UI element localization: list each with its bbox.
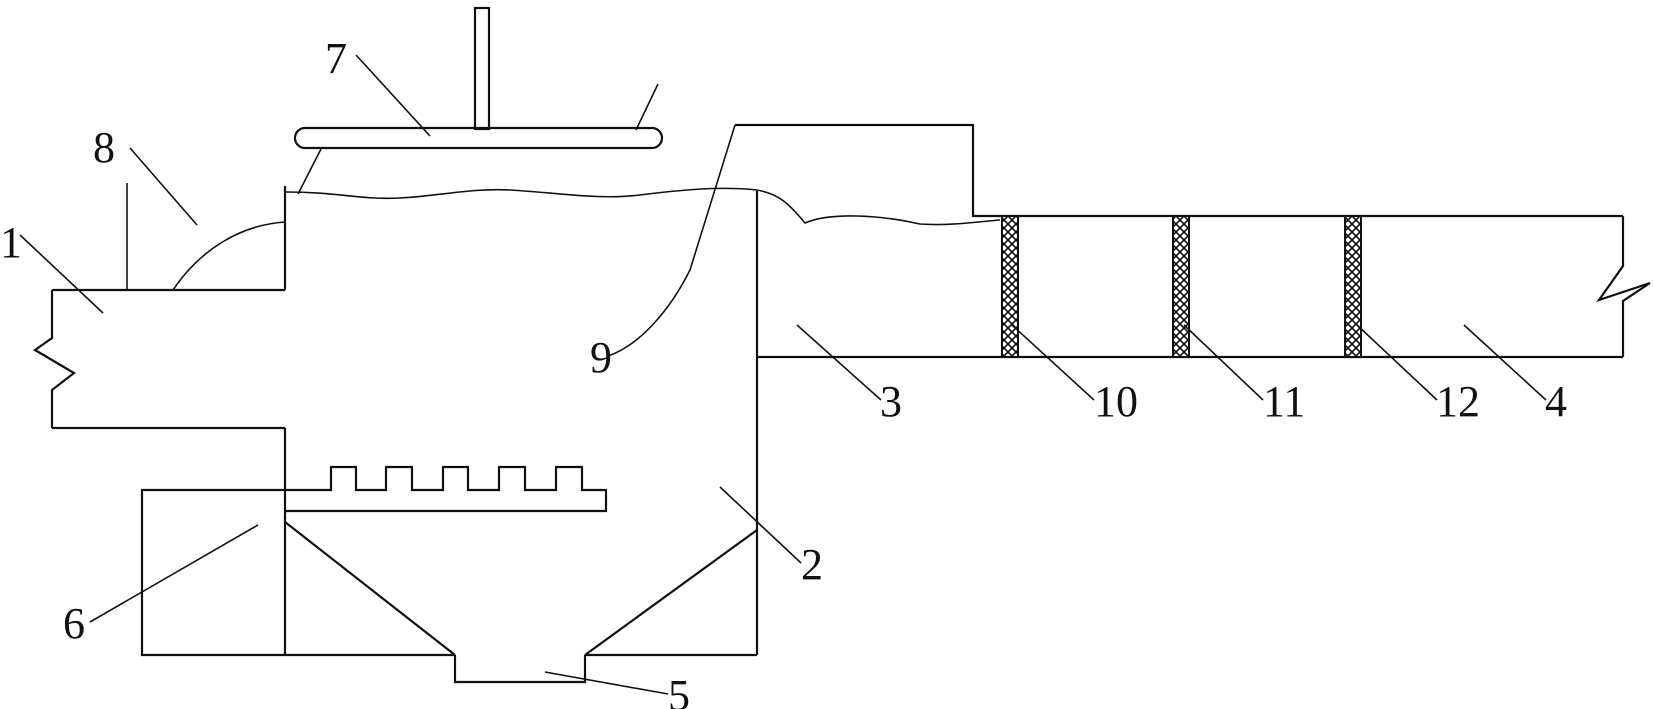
label-12: 12 bbox=[1436, 377, 1480, 426]
leader-lines bbox=[19, 54, 1547, 695]
label-5: 5 bbox=[668, 671, 690, 709]
side-box bbox=[140, 488, 285, 657]
froth-layer bbox=[126, 183, 286, 291]
label-9: 9 bbox=[590, 333, 612, 382]
label-8: 8 bbox=[93, 123, 115, 172]
label-1: 1 bbox=[0, 218, 22, 267]
main-tank bbox=[283, 186, 759, 657]
filter-screen-10 bbox=[1001, 215, 1019, 358]
overflow-hood bbox=[735, 123, 1623, 218]
label-3: 3 bbox=[880, 377, 902, 426]
filter-screen-11 bbox=[1172, 215, 1190, 358]
label-6: 6 bbox=[63, 599, 85, 648]
filter-screen-12 bbox=[1344, 215, 1362, 358]
water-surface bbox=[284, 187, 1001, 226]
comb-rake bbox=[285, 465, 608, 513]
label-7: 7 bbox=[325, 34, 347, 83]
drain-outlet bbox=[453, 655, 587, 684]
label-4: 4 bbox=[1545, 377, 1567, 426]
label-10: 10 bbox=[1094, 377, 1138, 426]
skimmer bbox=[293, 6, 664, 195]
label-11: 11 bbox=[1263, 377, 1305, 426]
label-2: 2 bbox=[801, 540, 823, 589]
outflow-channel bbox=[757, 216, 1651, 359]
inlet-pipe bbox=[32, 288, 285, 430]
